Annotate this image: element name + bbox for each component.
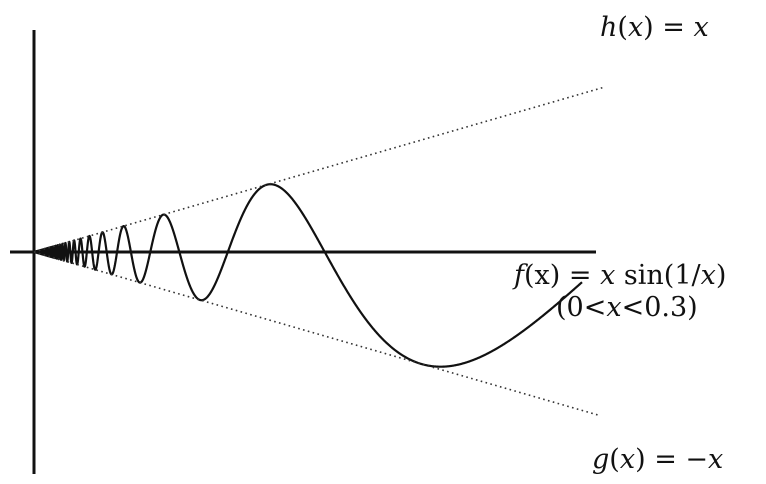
f-label: f(x) = x sin(1/x) bbox=[512, 260, 726, 291]
series-line-1 bbox=[33, 86, 605, 253]
f-domain-label: (0<x<0.3) bbox=[556, 292, 698, 323]
h-label: h(x) = x bbox=[600, 12, 709, 43]
lines-layer bbox=[10, 30, 605, 474]
series-line-0 bbox=[33, 183, 583, 368]
g-label: g(x) = −x bbox=[592, 444, 723, 475]
